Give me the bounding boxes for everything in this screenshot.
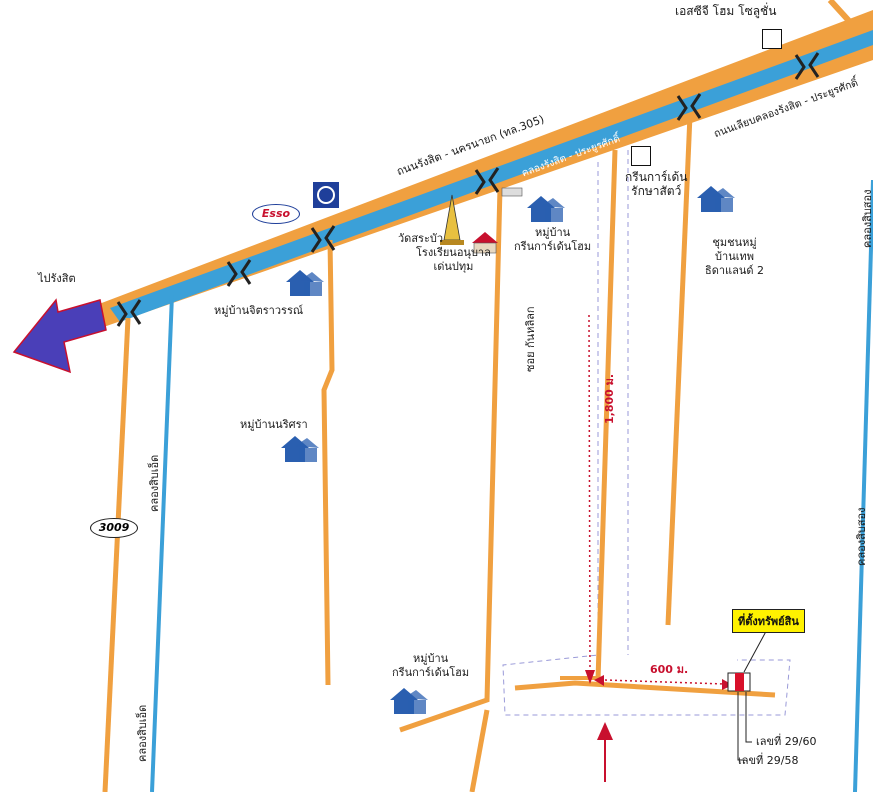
property-fill (735, 673, 744, 691)
canal-11 (150, 294, 174, 792)
label-scg: เอสซีจี โฮม โซลูชั่น (675, 4, 777, 18)
road-soi (399, 187, 503, 733)
road-property-h (514, 680, 776, 698)
distance-vertical-head (585, 670, 595, 684)
entry-arrow-head (597, 722, 613, 740)
canal-12 (853, 179, 873, 792)
label-lot-a: เลขที่ 29/60 (756, 735, 817, 748)
school-icon (472, 232, 498, 254)
distance-horizontal-line (604, 679, 726, 685)
road-edge (827, 0, 853, 25)
road-to-property (595, 149, 618, 681)
label-soi: ซอย กันหลิลก (524, 306, 537, 372)
label-canal-12-bottom: คลองสิบสอง (855, 507, 868, 566)
label-canal-11-bottom: คลองสิบเอ็ด (136, 704, 149, 762)
distance-vertical-line (588, 314, 591, 673)
esso-logo: Esso (252, 204, 300, 224)
scg-marker (762, 29, 782, 49)
to-rangsit-arrow (12, 298, 107, 374)
label-lot-b: เลขที่ 29/58 (738, 754, 799, 767)
label-distance-horizontal: 600 ม. (650, 663, 689, 676)
road-3009 (102, 317, 131, 792)
label-green-card: กรีนการ์เด้น รักษาสัตว์ (625, 170, 688, 198)
label-school: โรงเรียนอนุบาล เด่นปทุม (416, 246, 491, 273)
label-village-thep: ชุมชนหมู่ บ้านเทพ ธิดาแลนด์ 2 (705, 236, 765, 277)
road-soi-branch (469, 709, 490, 792)
label-canal-12-top: คลองสิบสอง (861, 189, 873, 248)
label-village-nir: หมู่บ้านนริศรา (240, 418, 308, 431)
bridge-icon (116, 52, 820, 327)
house-icon (281, 186, 735, 714)
building-icon (501, 187, 523, 197)
guide-frame-left (502, 162, 791, 716)
pagoda-icon (440, 194, 464, 245)
bank-icon (313, 182, 339, 208)
label-distance-vertical: 1,800 ม. (603, 373, 616, 424)
label-village-jit: หมู่บ้านจิตราวรรณ์ (214, 304, 304, 317)
road-number-badge: 3009 (90, 518, 138, 538)
label-to-rangsit: ไปรังสิต (38, 272, 76, 285)
label-temple: วัดสระบัว (398, 232, 444, 245)
lot-leader (737, 692, 752, 761)
green-card-marker (631, 146, 651, 166)
road-jit (321, 239, 335, 686)
label-canal-11-top: คลองสิบเอ็ด (148, 454, 161, 512)
road-thep (665, 114, 693, 626)
label-village-green-top: หมู่บ้าน กรีนการ์เด้นโฮม (514, 226, 592, 253)
property-tag: ที่ตั้งทรัพย์สิน (732, 609, 805, 633)
label-village-green-bottom: หมู่บ้าน กรีนการ์เด้นโฮม (392, 652, 470, 679)
distance-horizontal-head-l (594, 675, 604, 686)
